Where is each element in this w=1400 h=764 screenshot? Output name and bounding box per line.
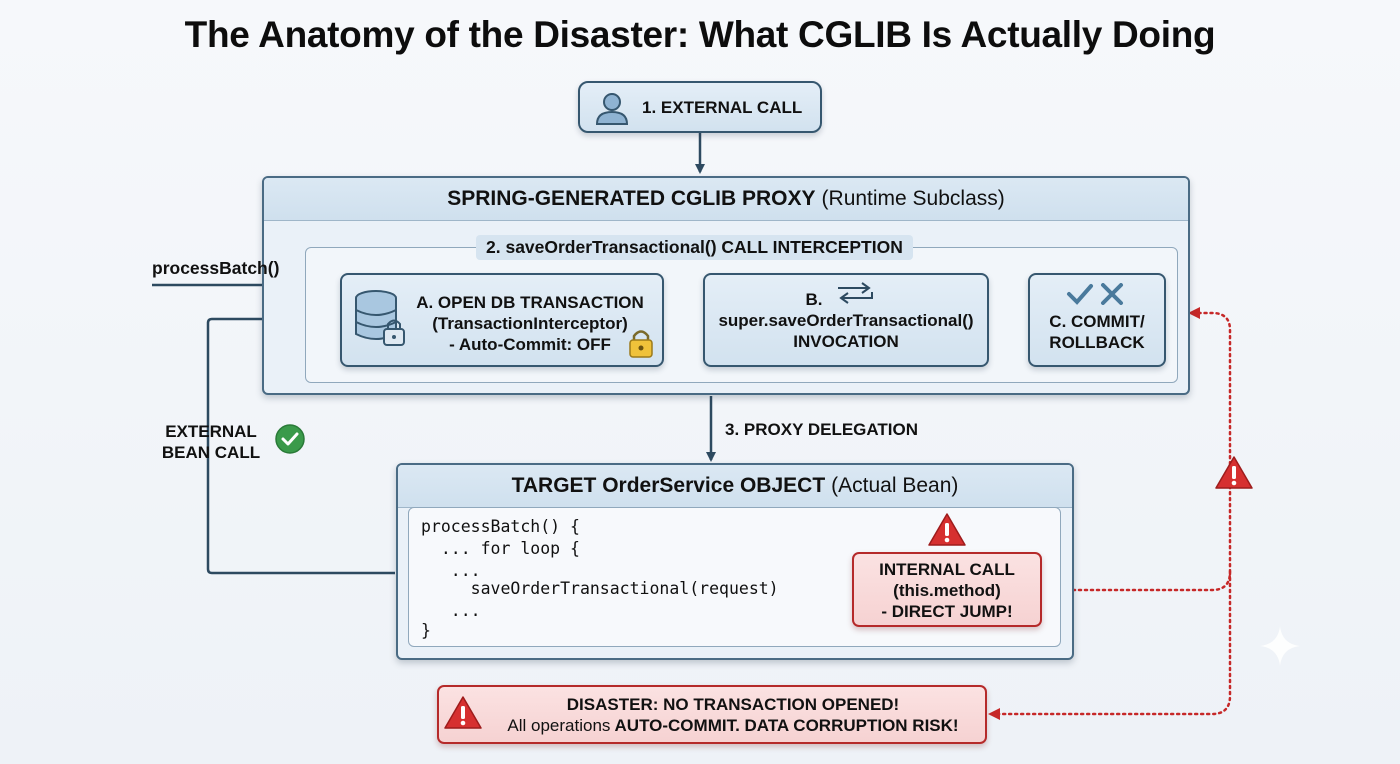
dotted-path-to-commit [1041, 307, 1232, 592]
user-icon [595, 93, 629, 125]
arrow-external-bean-call [206, 314, 395, 575]
code-line-4: saveOrderTransactional(request) [421, 579, 779, 598]
disaster-line2: All operations AUTO-COMMIT. DATA CORRUPT… [507, 715, 958, 736]
step-a-line3: - Auto-Commit: OFF [449, 334, 611, 354]
target-title-bold: TARGET OrderService OBJECT [511, 474, 826, 497]
internal-call-line3: - DIRECT JUMP! [881, 601, 1013, 621]
sparkle-icon [1260, 626, 1300, 666]
step-a-line2: (TransactionInterceptor) [432, 313, 628, 333]
external-call-label: 1. EXTERNAL CALL [642, 98, 803, 117]
external-bean-call-line1: EXTERNAL [165, 422, 257, 441]
disaster-line2-normal: All operations [507, 716, 611, 735]
internal-call-text: INTERNAL CALL (this.method) - DIRECT JUM… [852, 557, 1042, 623]
internal-call-box [852, 552, 1042, 627]
warning-icon [444, 696, 482, 729]
warning-icon [928, 513, 966, 546]
processbatch-label: processBatch() [152, 258, 280, 278]
code-line-1: processBatch() { [421, 517, 580, 536]
internal-call-line1: INTERNAL CALL [879, 559, 1015, 579]
disaster-box [437, 685, 987, 744]
step-c-commit-rollback [1028, 273, 1166, 367]
check-circle-icon [275, 424, 305, 454]
page-title: The Anatomy of the Disaster: What CGLIB … [184, 14, 1216, 55]
interception-label: 2. saveOrderTransactional() CALL INTERCE… [476, 235, 913, 260]
proxy-title-bold: SPRING-GENERATED CGLIB PROXY [447, 187, 816, 210]
step-c-text: C. COMMIT/ ROLLBACK [1028, 310, 1166, 354]
proxy-delegation-label: 3. PROXY DELEGATION [725, 420, 919, 439]
code-line-3: ... [421, 561, 481, 580]
cglib-proxy-header: SPRING-GENERATED CGLIB PROXY (Runtime Su… [264, 178, 1188, 221]
step-c-line2: ROLLBACK [1049, 333, 1145, 352]
step-b-text: B. super.saveOrderTransactional() INVOCA… [703, 287, 989, 353]
disaster-text: DISASTER: NO TRANSACTION OPENED! All ope… [486, 692, 980, 738]
code-line-6: } [421, 621, 431, 640]
step-a-text: A. OPEN DB TRANSACTION (TransactionInter… [406, 290, 654, 356]
code-line-2: ... for loop { [421, 539, 580, 558]
database-icon [355, 290, 405, 346]
step-b-line1: B. [805, 289, 823, 309]
step-c-line1: C. COMMIT/ [1049, 312, 1145, 331]
target-header: TARGET OrderService OBJECT (Actual Bean) [398, 465, 1072, 508]
external-bean-call-label: EXTERNAL BEAN CALL [152, 420, 270, 464]
swap-arrows-icon [838, 282, 873, 304]
disaster-line2-bold: AUTO-COMMIT. DATA CORRUPTION RISK! [614, 716, 959, 735]
external-call-box: 1. EXTERNAL CALL [578, 81, 822, 133]
warning-icon [1215, 456, 1253, 489]
x-icon [1101, 283, 1123, 305]
external-bean-call-line2: BEAN CALL [161, 443, 261, 462]
proxy-title-light: (Runtime Subclass) [821, 187, 1005, 210]
target-title-light: (Actual Bean) [831, 474, 959, 497]
step-a-line1: A. OPEN DB TRANSACTION [416, 292, 644, 312]
step-b-line2: super.saveOrderTransactional() [718, 310, 974, 330]
code-line-5: ... [421, 601, 481, 620]
checkmark-icon [1067, 284, 1093, 305]
lock-icon [629, 330, 653, 358]
dotted-path-to-disaster [988, 570, 1232, 720]
step-b-line3: INVOCATION [793, 331, 899, 351]
disaster-line1: DISASTER: NO TRANSACTION OPENED! [566, 695, 900, 714]
internal-call-line2: (this.method) [893, 580, 1001, 600]
